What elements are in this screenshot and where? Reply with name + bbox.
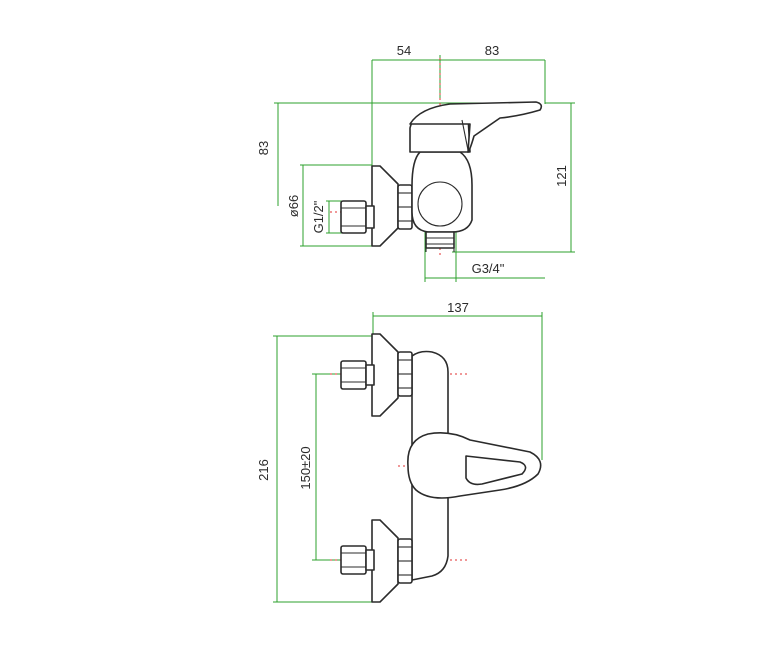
dim-g3-4: G3/4" [472, 261, 505, 276]
lever-handle-cutout [465, 455, 527, 486]
dim-83-left: 83 [256, 141, 271, 155]
wall-flange [371, 165, 399, 247]
dim-g1-2: G1/2" [311, 200, 326, 233]
dim-54: 54 [397, 43, 411, 58]
mixer-body [411, 151, 473, 233]
top-wall-flange [371, 333, 399, 417]
side-view: 54 83 83 121 ø66 G1/2" G3/4" [256, 43, 575, 282]
lever-handle [409, 101, 543, 153]
dim-137: 137 [447, 300, 469, 315]
top-inlet-nut [340, 360, 367, 390]
dim-150-20: 150±20 [298, 446, 313, 489]
outlet-thread [425, 231, 455, 249]
dim-diameter-66: ø66 [286, 195, 301, 217]
dim-216: 216 [256, 459, 271, 481]
bottom-wall-flange [371, 519, 399, 603]
front-view-dimension-lines [273, 312, 543, 603]
bottom-inlet-nut [340, 545, 367, 575]
dim-83-top: 83 [485, 43, 499, 58]
dim-121: 121 [554, 165, 569, 187]
front-view: 137 216 150±20 [256, 300, 543, 603]
inlet-nut [340, 200, 367, 234]
